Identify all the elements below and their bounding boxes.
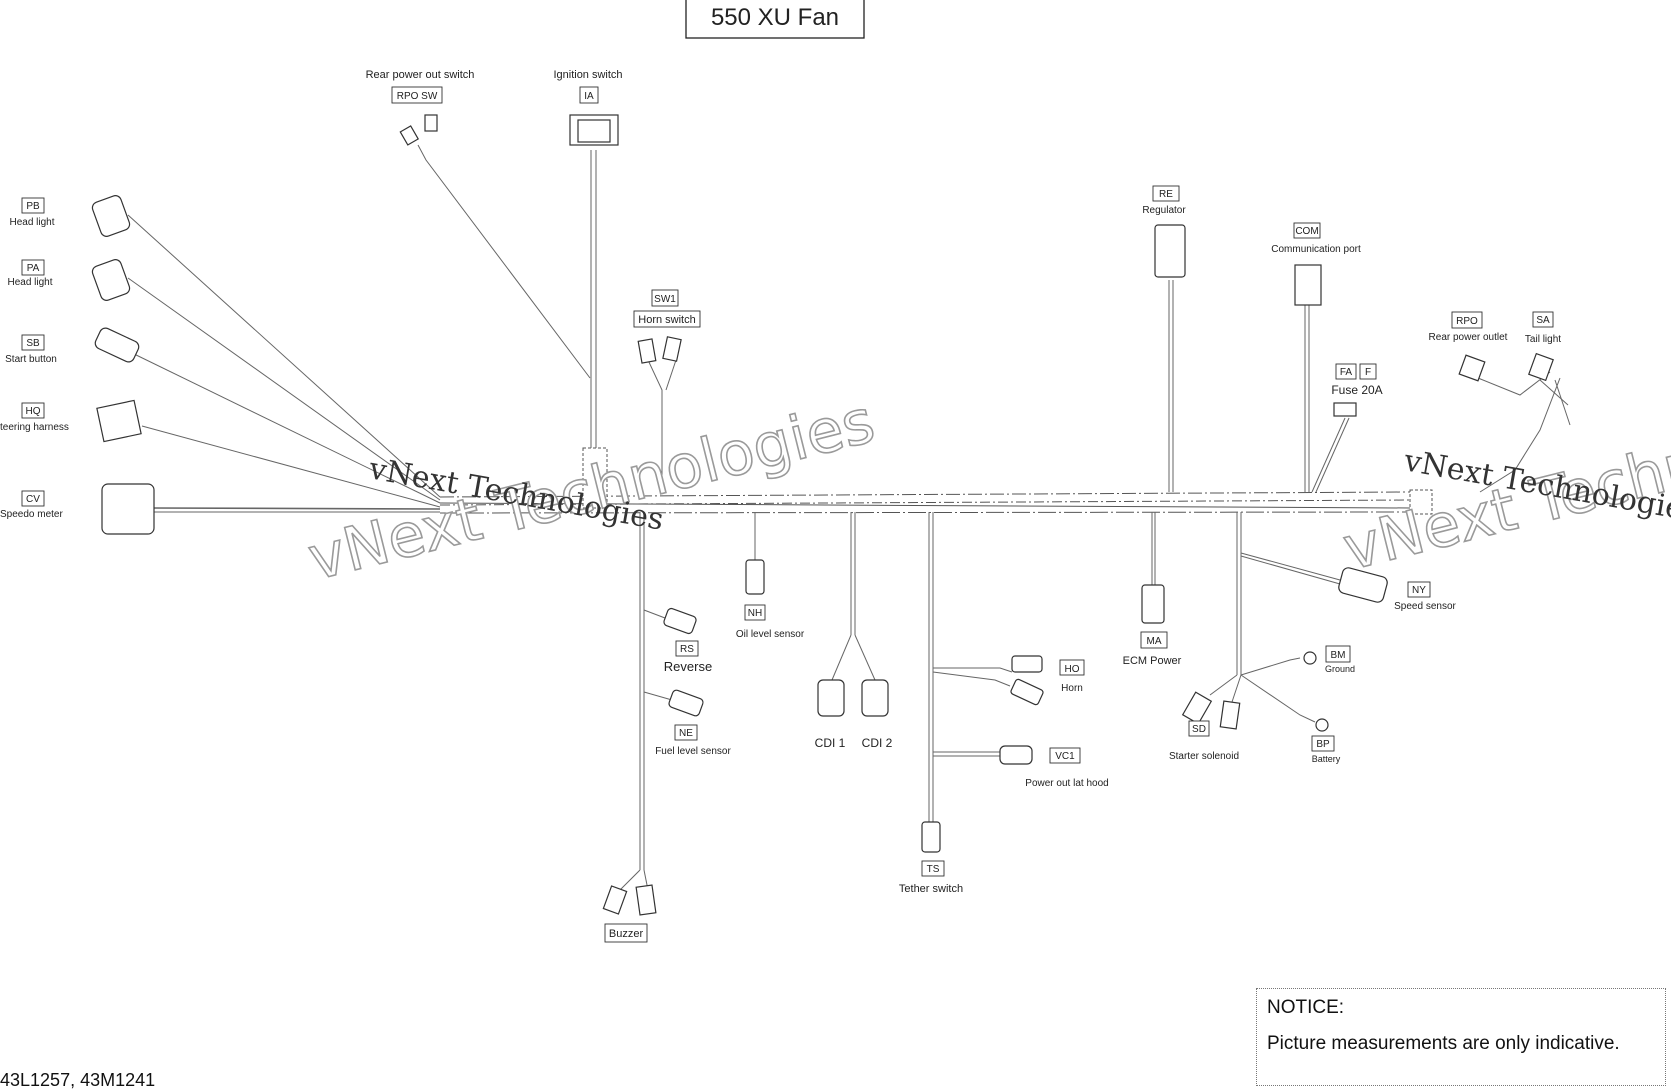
power-out-lat-hood-code: VC1 [1055, 751, 1075, 762]
power-out-lat-hood-label: Power out lat hood [1025, 778, 1108, 789]
fuse-code-2: F [1365, 367, 1371, 378]
head-light-pb-code: PB [26, 201, 40, 212]
oil-level-sensor-label: Oil level sensor [736, 629, 805, 640]
speed-sensor-connector-icon [1338, 567, 1388, 603]
ground-code: BM [1331, 650, 1346, 661]
head-light-pa-code: PA [27, 263, 40, 274]
reverse-code: RS [680, 644, 694, 655]
code-boxes [21, 86, 1554, 943]
steering-harness-code: HQ [26, 406, 41, 417]
battery-code: BP [1316, 739, 1330, 750]
speed-sensor-code: NY [1412, 585, 1426, 596]
horn-switch-label: Horn switch [638, 314, 695, 326]
regulator-code: RE [1159, 189, 1173, 200]
part-numbers: 43L1257, 43M1241 [0, 1070, 156, 1090]
regulator-label: Regulator [1142, 205, 1186, 216]
main-harness-trunk [439, 447, 1433, 515]
starter-solenoid-code: SD [1192, 724, 1206, 735]
tether-switch-connector-icon [921, 821, 941, 853]
rpo-sw-connector-icon [399, 125, 420, 146]
fuse-icon [1333, 402, 1357, 417]
rear-power-out-switch-label: Rear power out switch [366, 69, 475, 81]
speed-sensor-label: Speed sensor [1394, 601, 1456, 612]
oil-level-sensor-code: NH [748, 608, 762, 619]
ground-label: Ground [1325, 664, 1355, 674]
horn-connector-b-icon [1010, 678, 1044, 706]
starter-solenoid-connector-a-icon [1181, 691, 1213, 725]
rear-power-outlet-connector-icon [1458, 354, 1486, 382]
buzzer-connector-b-icon [635, 884, 657, 916]
power-out-lat-hood-connector-icon [999, 745, 1033, 765]
steering-harness-connector-icon [96, 399, 142, 443]
oil-level-sensor-connector-icon [745, 559, 765, 595]
rear-power-outlet-label: Rear power outlet [1429, 332, 1508, 343]
speedo-meter-code: CV [26, 494, 40, 505]
head-light-pb-label: Head light [9, 217, 54, 228]
tether-switch-label: Tether switch [899, 883, 963, 895]
battery-label: Battery [1312, 754, 1341, 764]
rpo-sw-code: RPO SW [397, 91, 438, 102]
battery-terminal-icon [1315, 718, 1329, 732]
start-button-code: SB [26, 338, 40, 349]
tail-light-connector-icon [1528, 352, 1554, 382]
starter-solenoid-label: Starter solenoid [1169, 751, 1239, 762]
ground-terminal-icon [1303, 651, 1317, 665]
horn-connector-a-icon [1011, 655, 1043, 673]
fuel-level-sensor-code: NE [679, 728, 693, 739]
ecm-power-code: MA [1147, 636, 1162, 647]
start-button-label: Start button [5, 354, 57, 365]
tether-switch-code: TS [927, 864, 940, 875]
horn-switch-connector-b-icon [662, 336, 682, 362]
tail-light-label: Tail light [1525, 334, 1561, 345]
fuse-code: FA [1340, 367, 1353, 378]
notice-text: Picture measurements are only indicative… [1267, 1033, 1620, 1054]
fuel-level-sensor-label: Fuel level sensor [655, 746, 731, 757]
buzzer-label: Buzzer [609, 928, 644, 940]
speedo-meter-label: Speedo meter [0, 509, 63, 520]
tail-light-code: SA [1536, 315, 1550, 326]
fuel-level-sensor-connector-icon [668, 689, 704, 717]
head-light-pb-connector-icon [91, 195, 131, 237]
speedo-meter-connector-icon [101, 483, 155, 535]
notice-heading: NOTICE: [1267, 997, 1345, 1018]
cdi-2-label: CDI 2 [862, 736, 893, 750]
horn-label: Horn [1061, 683, 1083, 694]
diagram-title: 550 XU Fan [711, 4, 839, 31]
reverse-label: Reverse [664, 659, 712, 674]
notice-box: NOTICE: Picture measurements are only in… [1256, 988, 1666, 1086]
horn-code: HO [1065, 664, 1080, 675]
rpo-sw-plug-icon [424, 114, 438, 132]
cdi-1-label: CDI 1 [815, 736, 846, 750]
communication-port-code: COM [1295, 226, 1318, 237]
start-button-connector-icon [94, 327, 140, 363]
cdi-2-connector-icon [861, 679, 889, 717]
rear-power-outlet-code: RPO [1456, 316, 1478, 327]
ecm-power-connector-icon [1141, 584, 1165, 624]
steering-harness-label: teering harness [0, 422, 69, 433]
ignition-switch-code: IA [584, 91, 594, 102]
buzzer-connector-a-icon [602, 885, 628, 915]
connectors [91, 114, 1554, 916]
starter-solenoid-connector-b-icon [1219, 700, 1241, 730]
ecm-power-label: ECM Power [1123, 655, 1182, 667]
head-light-pa-label: Head light [7, 277, 52, 288]
communication-port-label: Communication port [1271, 244, 1361, 255]
ignition-switch-label: Ignition switch [553, 69, 622, 81]
cdi-1-connector-icon [817, 679, 845, 717]
fuse-label: Fuse 20A [1331, 383, 1382, 397]
head-light-pa-connector-icon [91, 259, 131, 301]
title-box: 550 XU Fan [685, 0, 865, 39]
communication-port-icon [1294, 264, 1322, 306]
watermarks: vNext Technologies vNext Technologies vN… [301, 376, 1671, 596]
horn-switch-connector-a-icon [637, 338, 657, 364]
regulator-connector-icon [1154, 224, 1186, 278]
branch-wires [127, 144, 1571, 891]
reverse-connector-icon [663, 607, 697, 635]
component-labels: Rear power out switch RPO SW Ignition sw… [0, 69, 1561, 940]
horn-switch-code: SW1 [654, 294, 676, 305]
